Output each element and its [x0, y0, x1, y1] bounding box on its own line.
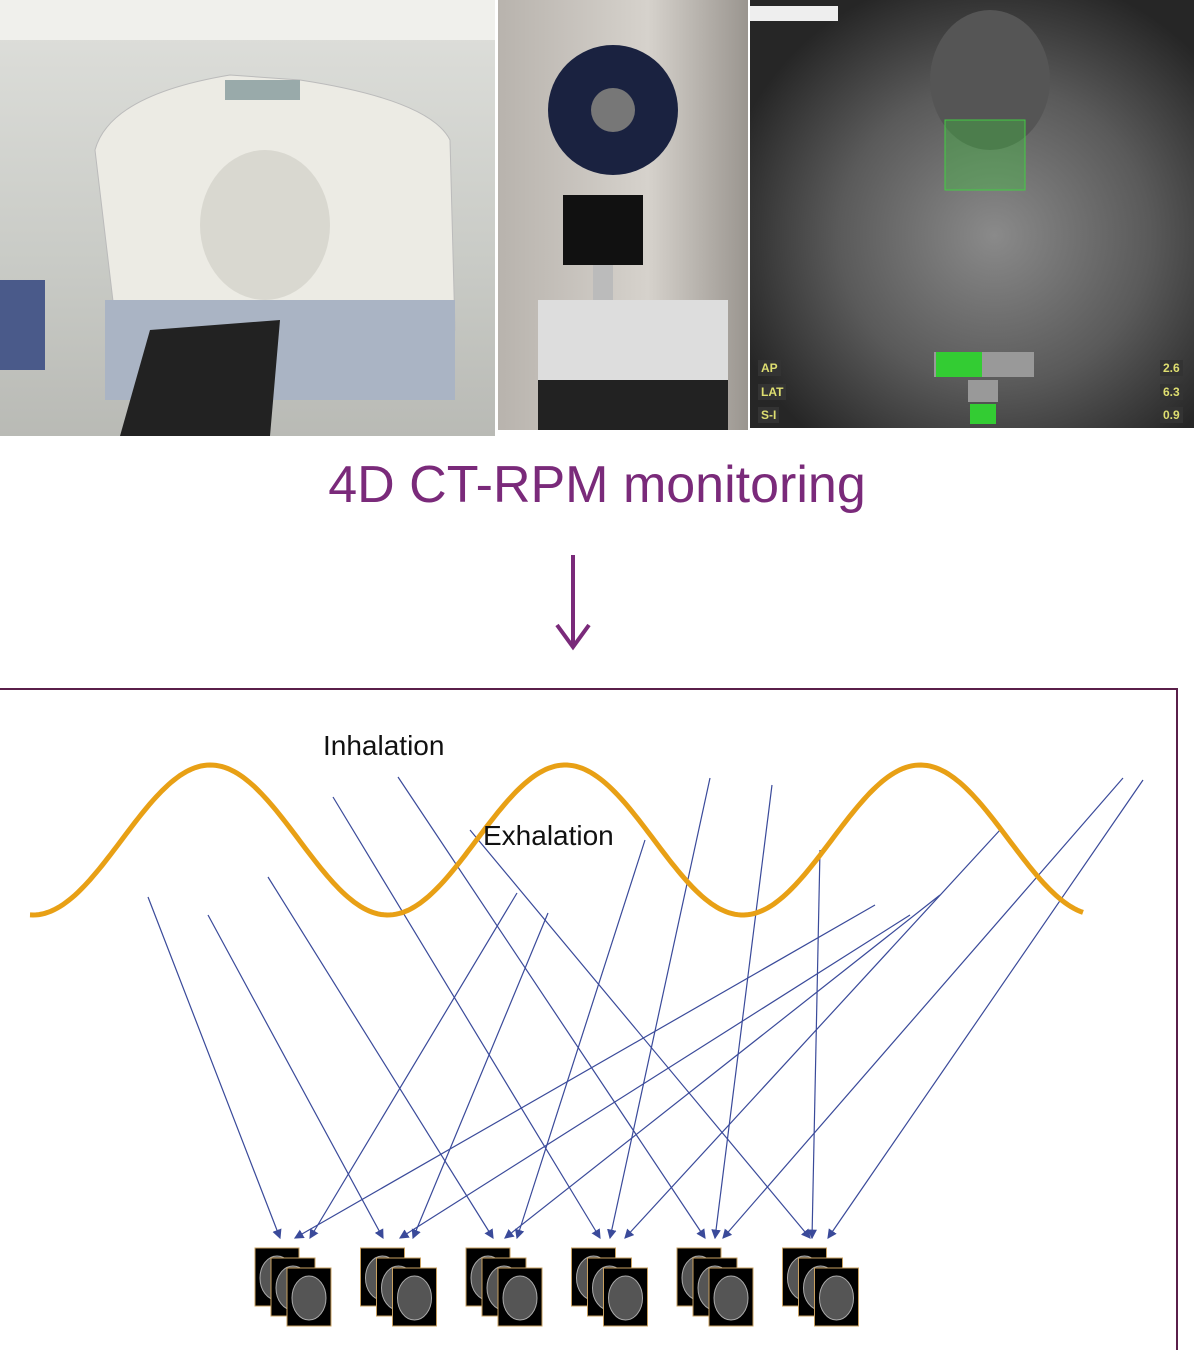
phase-arrow — [624, 829, 1001, 1239]
rpm-axis-lat: LAT — [758, 384, 787, 400]
rpm-axis-si: S-I — [758, 407, 780, 423]
inhalation-label: Inhalation — [323, 730, 445, 761]
rpm-axis-ap: AP — [758, 360, 781, 376]
down-arrow-icon — [555, 555, 591, 651]
respiratory-binning-panel — [0, 688, 1178, 1350]
rpm-monitor-screen: AP LAT S-I 2.6 6.3 0.9 — [750, 0, 1194, 428]
phase-arrow — [267, 876, 494, 1240]
phase-arrow — [722, 777, 1124, 1239]
exhalation-label: Exhalation — [483, 820, 614, 851]
phase-arrow — [504, 894, 941, 1239]
phase-arrow — [607, 777, 711, 1240]
phase-arrow — [398, 914, 911, 1239]
rpm-camera-photo — [498, 0, 748, 430]
phase-arrow — [411, 912, 549, 1240]
ct-scanner-photo — [0, 0, 495, 436]
phase-arrow — [207, 914, 384, 1240]
phase-arrow — [469, 829, 811, 1239]
phase-arrow — [147, 896, 282, 1240]
breathing-waveform — [29, 762, 1084, 918]
phase-arrow — [827, 779, 1144, 1239]
diagram-title: 4D CT-RPM monitoring — [328, 456, 866, 514]
phase-arrow — [807, 849, 821, 1240]
phase-arrow — [397, 776, 706, 1239]
ct-image-stack — [571, 1247, 648, 1327]
rpm-value-ap: 2.6 — [1160, 360, 1183, 376]
ct-image-stack — [254, 1247, 332, 1327]
rpm-value-si: 0.9 — [1160, 407, 1183, 423]
phase-arrow — [711, 784, 773, 1240]
phase-arrow — [309, 892, 518, 1240]
ct-image-stack — [782, 1247, 859, 1327]
phase-arrow — [293, 904, 876, 1239]
phase-arrow — [332, 796, 601, 1240]
ct-image-stack — [676, 1247, 754, 1327]
rpm-value-lat: 6.3 — [1160, 384, 1183, 400]
ct-image-stack — [465, 1247, 543, 1327]
phase-arrow — [515, 839, 646, 1240]
ct-image-stack — [360, 1247, 437, 1327]
